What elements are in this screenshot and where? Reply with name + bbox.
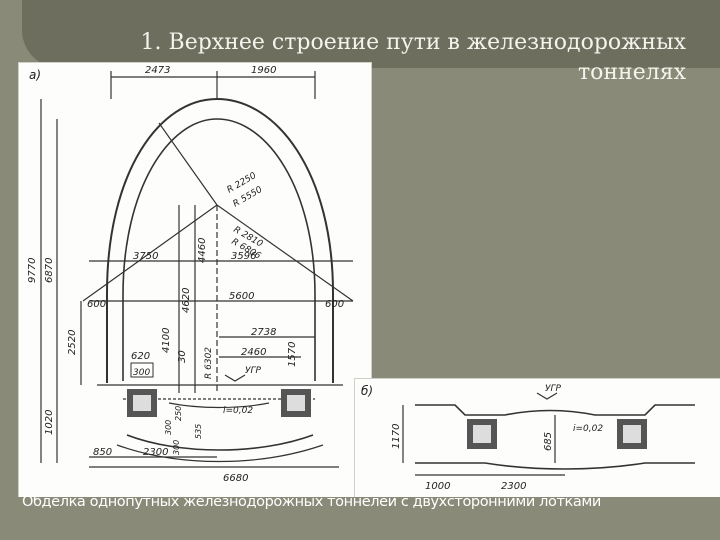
ugr-marker — [224, 374, 246, 382]
dim-side-right: 600 — [325, 299, 344, 310]
left-niche — [130, 362, 154, 378]
slide-title-line1: 1. Верхнее строение пути в железнодорожн… — [140, 30, 686, 55]
dim-1570: 1570 — [287, 342, 298, 367]
tray-detail-drawing-b: б) УГР i=0,02 1170 685 1000 2300 — [354, 378, 720, 498]
dim-30: 30 — [177, 350, 188, 363]
dim-h-base: 1020 — [44, 410, 55, 435]
dim-6680: 6680 — [223, 473, 248, 484]
dim-r6302: R 6302 — [204, 347, 214, 379]
radius-top-left — [158, 122, 218, 206]
dim-250: 250 — [174, 406, 183, 421]
drawing-b-ugr: УГР — [545, 384, 561, 394]
drawing-b-685: 685 — [543, 432, 554, 451]
drawing-a-label: а) — [29, 68, 41, 82]
invert-arch — [126, 434, 314, 451]
slide-title: 1. Верхнее строение пути в железнодорожн… — [126, 28, 686, 88]
drawing-b-1170: 1170 — [391, 424, 402, 449]
track-bed — [168, 402, 270, 409]
caption-band — [18, 497, 720, 540]
invert-outer — [116, 444, 324, 463]
drawing-b-1000: 1000 — [425, 481, 450, 492]
drawing-b-2300: 2300 — [501, 481, 526, 492]
dim-h-inner: 6870 — [44, 258, 55, 283]
drawing-a-ugr: УГР — [245, 366, 261, 376]
dim-2460: 2460 — [241, 347, 266, 358]
dim-850: 850 — [93, 447, 112, 458]
dim-w-right: 3596 — [231, 251, 256, 262]
drawing-b-svg: б) УГР i=0,02 1170 685 1000 2300 — [361, 384, 695, 492]
dim-300b: 300 — [164, 420, 173, 435]
drawing-a-svg: а) 2473 1960 9770 6870 2520 1020 R 2250 … — [27, 65, 354, 484]
drawing-b-slope: i=0,02 — [573, 424, 603, 434]
dim-2738: 2738 — [251, 327, 276, 338]
ugr-marker-b — [536, 392, 558, 400]
dim-top-left: 2473 — [145, 65, 170, 76]
dim-top-right: 1960 — [251, 65, 276, 76]
tunnel-section-drawing-a: а) 2473 1960 9770 6870 2520 1020 R 2250 … — [18, 62, 372, 499]
dim-h-lower: 2520 — [67, 330, 78, 355]
dim-620: 620 — [131, 351, 150, 362]
radius-right — [216, 204, 354, 302]
invert-profile — [415, 462, 695, 470]
track-profile — [415, 404, 695, 416]
dim-4620: 4620 — [181, 288, 192, 313]
dim-300: 300 — [133, 368, 150, 378]
title-bar-decoration — [22, 0, 720, 68]
drawing-a-slope: i=0,02 — [223, 406, 253, 416]
dim-5600: 5600 — [229, 291, 254, 302]
slide-caption: Обделка однопутных железнодорожных тонне… — [22, 494, 601, 510]
dim-w-left: 3750 — [133, 251, 158, 262]
dim-535: 535 — [194, 424, 203, 439]
right-drain-channel — [287, 395, 305, 411]
dim-4100: 4100 — [161, 328, 172, 353]
dim-side-left: 600 — [87, 299, 106, 310]
dim-h-total: 9770 — [27, 258, 38, 283]
dim-300c: 300 — [172, 440, 181, 455]
right-tray-channel-b — [623, 425, 641, 443]
left-drain-channel — [133, 395, 151, 411]
dim-4460: 4460 — [197, 238, 208, 263]
slide-title-line2: тоннелях — [577, 60, 686, 85]
drawing-b-label: б) — [361, 384, 373, 398]
inner-lining — [122, 118, 316, 381]
outer-lining — [106, 97, 334, 383]
dim-2300: 2300 — [143, 447, 168, 458]
left-tray-channel-b — [473, 425, 491, 443]
